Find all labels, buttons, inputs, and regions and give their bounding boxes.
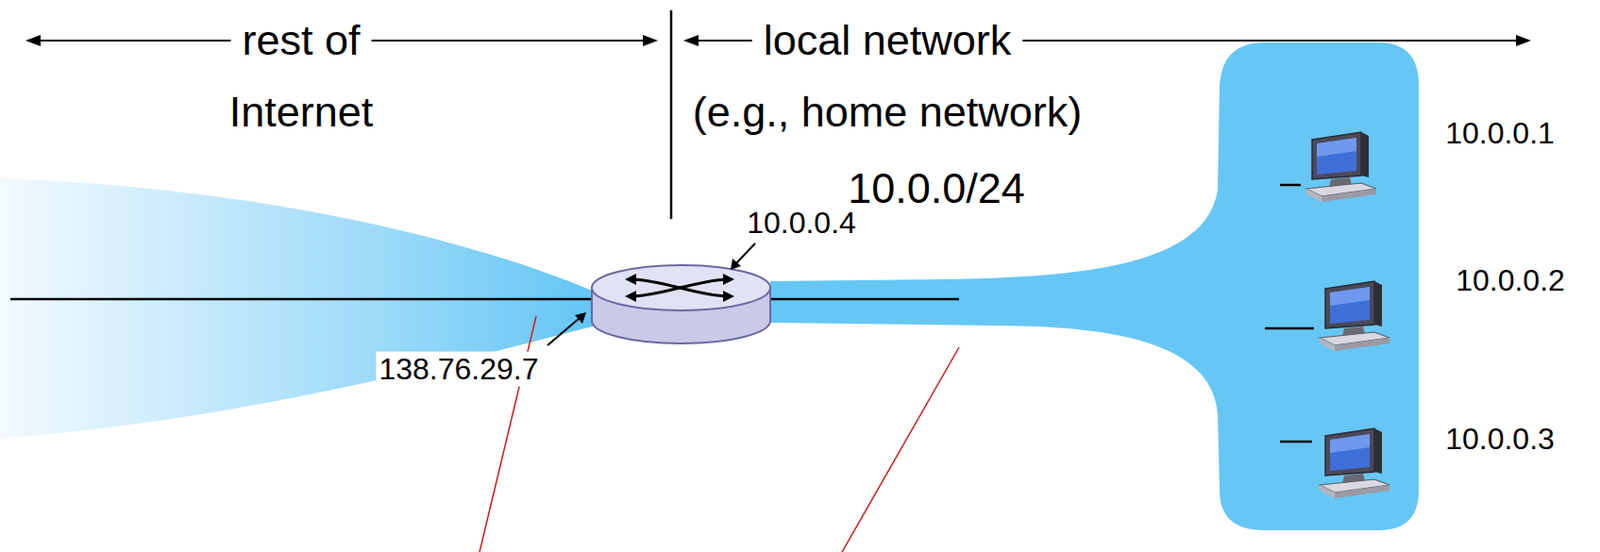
host-computer: [1280, 428, 1390, 499]
extent-arrow: [1022, 39, 1522, 42]
ip-address: 10.0.0.2: [1455, 263, 1566, 299]
ip-address: 138.76.29.7: [375, 352, 541, 388]
internet-band: [0, 178, 597, 439]
extent-arrow: [371, 39, 649, 42]
internet-link: [10, 298, 595, 302]
arrow-head: [1515, 34, 1532, 47]
extent-arrow: [692, 39, 753, 42]
ip-address: 10.0.0.3: [1445, 421, 1555, 457]
host-computer: [1280, 132, 1377, 203]
arrow-head: [642, 34, 658, 47]
interface-pointer: [730, 243, 756, 270]
ip-address: 10.0.0.1: [1445, 116, 1555, 152]
region-label: Internet: [229, 87, 374, 137]
region-label: local network: [763, 16, 1012, 66]
extent-arrow: [34, 39, 231, 42]
router-symbol: [591, 265, 771, 344]
divider-line: [670, 10, 674, 219]
interface-pointer: [547, 312, 587, 346]
subnet-label: 10.0.0/24: [847, 164, 1026, 214]
local-link: [766, 298, 960, 302]
host-computer: [1264, 281, 1390, 352]
ip-address: 10.0.0.4: [746, 205, 857, 241]
region-label: (e.g., home network): [692, 87, 1083, 137]
arrow-head: [25, 34, 41, 47]
region-label: rest of: [241, 16, 360, 66]
red-pointer-line: [842, 347, 960, 552]
arrow-head: [683, 34, 699, 47]
